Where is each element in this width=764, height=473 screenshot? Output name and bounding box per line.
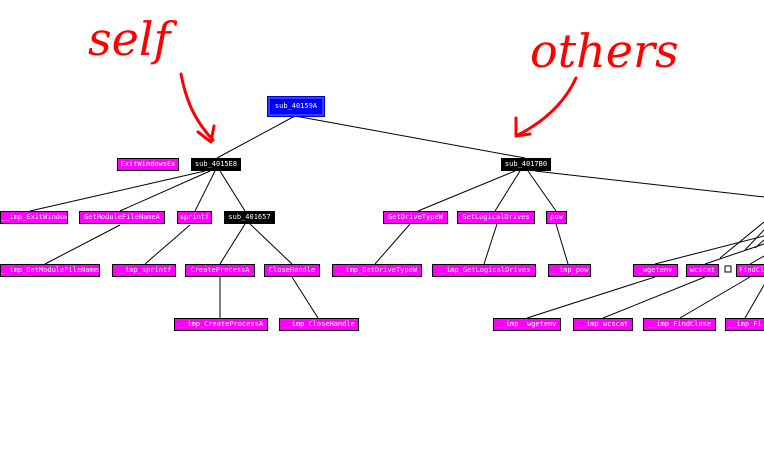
- node-import-sprintf[interactable]: sprintf: [177, 211, 212, 224]
- node-import-wgetenv[interactable]: _wgetenv: [633, 264, 678, 277]
- node-import-imp-getdrivetypew[interactable]: __imp_GetDriveTypeW: [332, 264, 422, 277]
- node-root-function[interactable]: sub_40159A: [267, 96, 325, 117]
- node-import-exitwindowsex[interactable]: ExitWindowsEx: [117, 158, 179, 171]
- node-import-findcl-partial[interactable]: FindCl: [736, 264, 764, 277]
- node-import-imp-createprocessa[interactable]: __imp_CreateProcessA: [174, 318, 268, 331]
- node-import-imp-sprintf[interactable]: __imp_sprintf: [112, 264, 176, 277]
- node-import-imp-pow[interactable]: __imp_pow: [548, 264, 591, 277]
- node-import-imp-exitwindowsex[interactable]: __imp_ExitWindowsEx: [0, 211, 68, 224]
- node-import-imp-findclose[interactable]: __imp_FindClose: [643, 318, 716, 331]
- node-import-getlogicaldrives[interactable]: GetLogicalDrives: [457, 211, 535, 224]
- node-import-wcscat[interactable]: wcscat: [686, 264, 719, 277]
- node-import-imp-getlogicaldrives[interactable]: __imp_GetLogicalDrives: [432, 264, 536, 277]
- node-import-imp-fi-partial[interactable]: __imp_Fi: [725, 318, 764, 331]
- node-function-sub-401657[interactable]: sub_401657: [224, 211, 275, 224]
- annotation-others: others: [530, 24, 679, 78]
- node-import-createprocessa[interactable]: CreateProcessA: [185, 264, 255, 277]
- annotation-self: self: [88, 12, 171, 66]
- node-function-sub-4015e8[interactable]: sub_4015E8: [191, 158, 241, 171]
- node-import-getdrivetypew[interactable]: GetDriveTypeW: [383, 211, 448, 224]
- node-import-imp-wcscat[interactable]: __imp_wcscat: [573, 318, 633, 331]
- node-import-pow[interactable]: pow: [546, 211, 567, 224]
- node-function-sub-4017b0[interactable]: sub_4017B0: [501, 158, 551, 171]
- node-import-imp-wgetenv[interactable]: __imp__wgetenv: [493, 318, 561, 331]
- node-import-closehandle[interactable]: CloseHandle: [264, 264, 320, 277]
- node-import-imp-closehandle[interactable]: __imp_CloseHandle: [279, 318, 359, 331]
- node-import-imp-getmodulefilenamea[interactable]: __imp_GetModuleFileNameA: [0, 264, 100, 277]
- node-import-getmodulefilenamea[interactable]: GetModuleFileNameA: [79, 211, 165, 224]
